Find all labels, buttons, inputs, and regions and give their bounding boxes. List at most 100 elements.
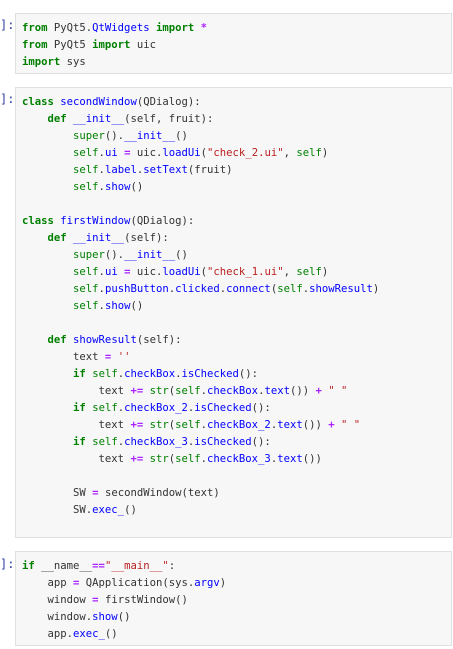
code-token: from <box>22 22 48 34</box>
code-token: self <box>296 266 322 278</box>
code-token: ( <box>270 283 278 295</box>
code-token: . <box>98 266 105 278</box>
code-token: window <box>22 594 93 606</box>
code-token: "check_2.ui" <box>207 147 284 159</box>
prompt-2: ]: <box>0 92 15 106</box>
code-token: showResult <box>309 283 373 295</box>
code-token: self <box>73 266 99 278</box>
code-token <box>22 147 73 159</box>
code-cell-main[interactable]: if __name__=="__main__": app = QApplicat… <box>15 551 452 646</box>
code-token: ui <box>104 147 118 159</box>
code-token: class <box>22 96 54 108</box>
code-line: def __init__(self): <box>22 230 379 247</box>
code-token: self <box>73 147 99 159</box>
code-token: ( <box>168 419 176 431</box>
code-token: ) <box>321 266 329 278</box>
code-line: class firstWindow(QDialog): <box>22 213 379 230</box>
code-token: . <box>98 300 105 312</box>
code-token: . <box>200 385 208 397</box>
code-token: (). <box>104 130 125 142</box>
code-editor[interactable]: if __name__=="__main__": app = QApplicat… <box>22 558 226 643</box>
code-token: text <box>22 351 105 363</box>
prompt-3: ]: <box>0 557 15 571</box>
code-token: __init__ <box>124 249 176 261</box>
code-line: def __init__(self, fruit): <box>22 111 379 128</box>
code-token: ()) <box>302 453 322 465</box>
code-token: . <box>270 419 278 431</box>
code-token: str <box>149 419 169 431</box>
code-token: setText <box>143 164 188 176</box>
code-token: . <box>302 283 310 295</box>
code-token: + <box>315 385 322 397</box>
code-token: import <box>155 22 195 34</box>
code-token: ()) <box>302 419 329 431</box>
code-editor[interactable]: from PyQt5.QtWidgets import *from PyQt5 … <box>22 20 207 71</box>
code-token: (self): <box>136 334 182 346</box>
code-token: checkBox_2 <box>124 402 188 414</box>
code-line: super().__init__() <box>22 247 379 264</box>
code-token: PyQt5. <box>47 22 93 34</box>
code-token: "__main__" <box>104 560 169 572</box>
code-token: if <box>73 368 86 380</box>
code-token: firstWindow <box>60 215 131 227</box>
code-line: window = firstWindow() <box>22 592 226 609</box>
code-line: super().__init__() <box>22 128 379 145</box>
code-token: exec_ <box>92 504 125 516</box>
code-token: checkBox <box>124 368 176 380</box>
code-line: from PyQt5 import uic <box>22 37 207 54</box>
code-token: text <box>22 419 131 431</box>
code-editor[interactable]: class secondWindow(QDialog): def __init_… <box>22 94 379 519</box>
code-token: () <box>130 181 144 193</box>
code-token: checkBox <box>207 385 259 397</box>
code-token: . <box>117 402 125 414</box>
code-token: self <box>92 436 118 448</box>
code-token: secondWindow(text) <box>98 487 220 499</box>
code-token <box>22 436 73 448</box>
code-token: . <box>270 453 278 465</box>
code-token: checkBox_3 <box>207 453 271 465</box>
code-token: (QDialog): <box>130 215 195 227</box>
code-token <box>22 130 73 142</box>
code-token: text <box>22 385 131 397</box>
code-token: (): <box>251 436 271 448</box>
code-token: () <box>130 300 144 312</box>
code-token: . <box>98 181 105 193</box>
code-token: def <box>47 334 67 346</box>
code-cell-imports[interactable]: from PyQt5.QtWidgets import *from PyQt5 … <box>15 13 452 74</box>
code-token: '' <box>117 351 131 363</box>
code-token: = <box>92 594 99 606</box>
code-line: class secondWindow(QDialog): <box>22 94 379 111</box>
code-token <box>22 283 73 295</box>
code-line: if self.checkBox_2.isChecked(): <box>22 400 379 417</box>
code-token: , <box>283 266 297 278</box>
code-token: text <box>277 419 303 431</box>
code-cell-classes[interactable]: class secondWindow(QDialog): def __init_… <box>15 87 452 538</box>
code-token: ui <box>104 266 118 278</box>
code-token: += <box>130 385 144 397</box>
code-token: self <box>92 402 118 414</box>
code-line: text = '' <box>22 349 379 366</box>
code-token <box>22 232 48 244</box>
code-line: if self.checkBox_3.isChecked(): <box>22 434 379 451</box>
code-token: super <box>73 130 105 142</box>
code-token <box>22 266 73 278</box>
code-token: self <box>73 181 99 193</box>
code-line: from PyQt5.QtWidgets import * <box>22 20 207 37</box>
code-token: self <box>296 147 322 159</box>
code-token <box>22 113 48 125</box>
code-token: (QDialog): <box>136 96 201 108</box>
code-token: sys <box>60 56 86 68</box>
code-token: argv <box>194 577 220 589</box>
code-token: . <box>175 368 182 380</box>
code-token: (): <box>251 402 271 414</box>
code-token: __init__ <box>73 232 125 244</box>
code-token: PyQt5 <box>47 39 93 51</box>
code-line: ​ <box>22 315 379 332</box>
code-token: ( <box>200 147 208 159</box>
code-line: ​ <box>22 196 379 213</box>
code-token: text <box>277 453 303 465</box>
code-token: uic. <box>130 147 163 159</box>
code-token <box>22 181 73 193</box>
code-token <box>22 249 73 261</box>
code-token: self <box>175 453 201 465</box>
